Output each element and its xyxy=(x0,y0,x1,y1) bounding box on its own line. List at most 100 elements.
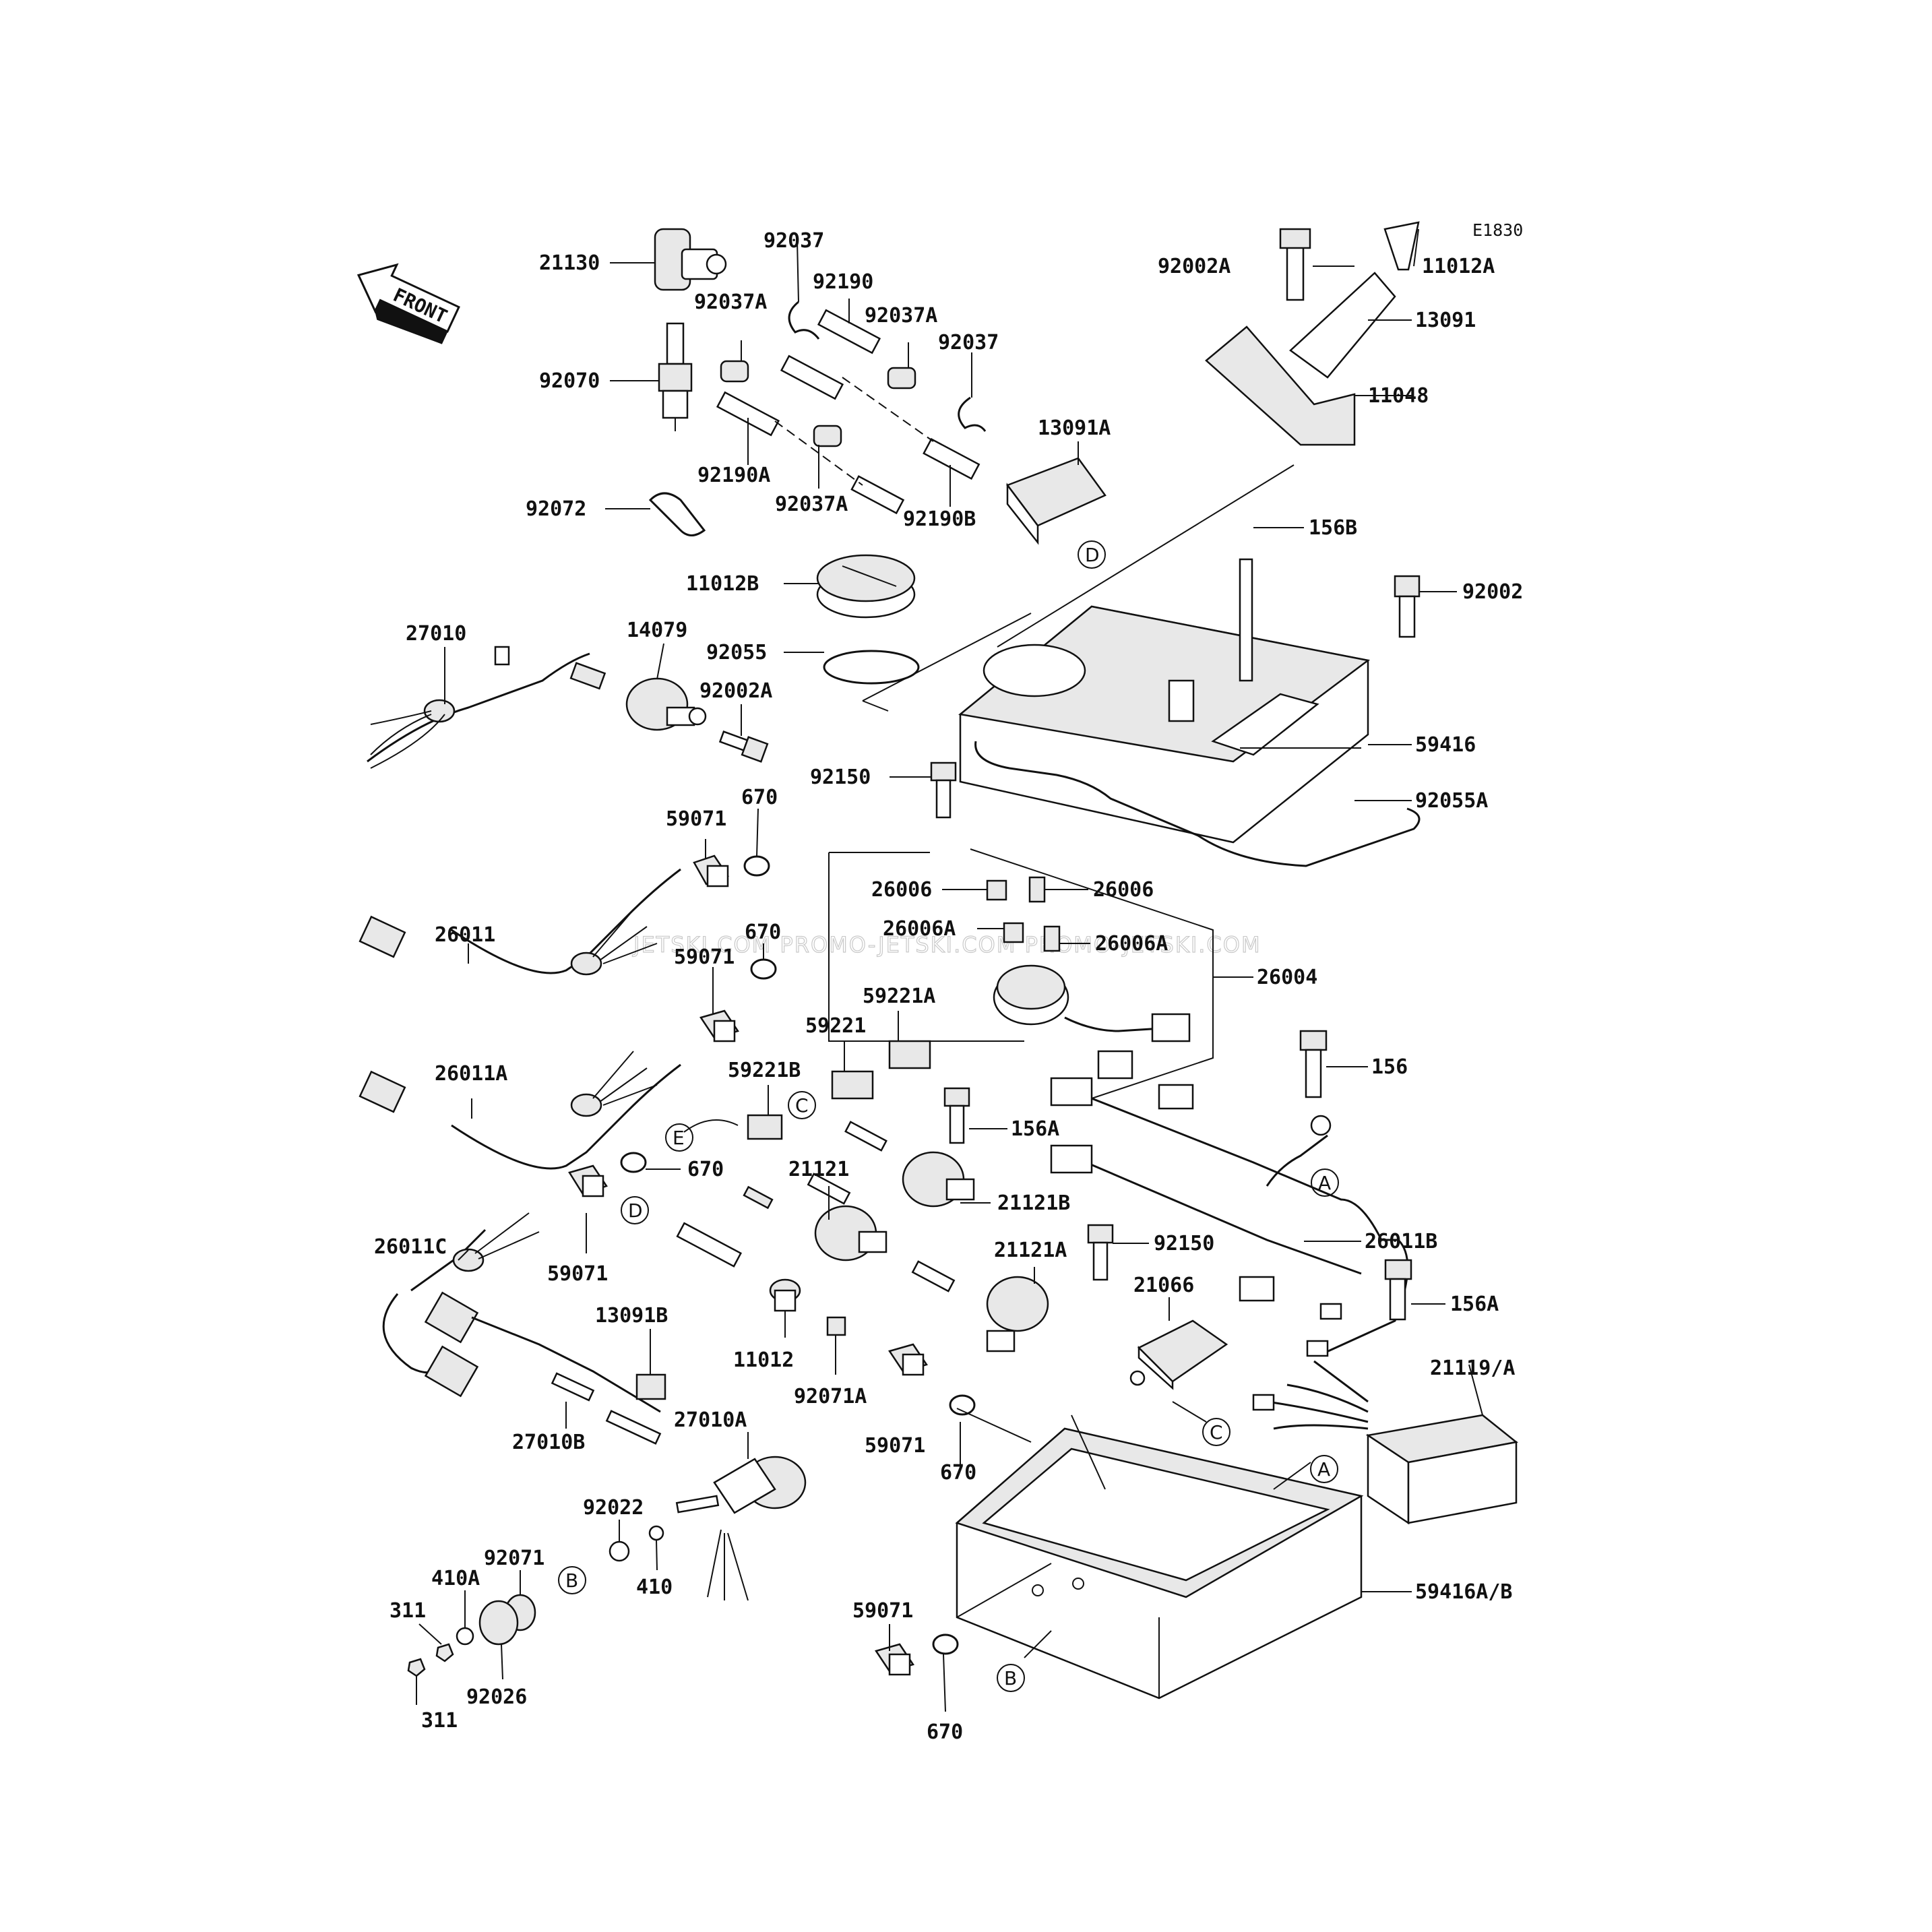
ref-letter: A xyxy=(1318,1172,1331,1194)
part-label-21121a: 21121A xyxy=(994,1239,1067,1262)
part-label-13091: 13091 xyxy=(1415,309,1476,332)
gasket-92055a-part xyxy=(974,741,1421,867)
ref-letter: D xyxy=(628,1199,643,1222)
o-ring-670-c-part xyxy=(620,1152,647,1173)
part-label-26011: 26011 xyxy=(435,923,495,947)
ref-marker-a-lower: A xyxy=(1310,1455,1338,1483)
part-label-21066: 21066 xyxy=(1133,1274,1194,1297)
part-label-59221: 59221 xyxy=(805,1014,866,1038)
part-label-670-5: 670 xyxy=(927,1720,963,1744)
part-label-670-2: 670 xyxy=(745,921,781,944)
part-label-26006-2: 26006 xyxy=(1093,878,1154,902)
ref-letter: B xyxy=(565,1569,578,1592)
part-label-59221b: 59221B xyxy=(728,1059,801,1082)
ref-marker-b-left: B xyxy=(558,1566,586,1594)
nut-311-b-part xyxy=(407,1658,426,1677)
part-label-92070: 92070 xyxy=(539,369,600,393)
part-label-156: 156 xyxy=(1371,1055,1408,1079)
part-label-92190a: 92190A xyxy=(697,464,770,487)
o-ring-670-e-part xyxy=(932,1633,959,1655)
harness-26011a-part xyxy=(359,1051,681,1170)
diagram-code: E1830 xyxy=(1472,220,1523,240)
part-labels: 21130 92037 92190 92037A 92037A 92037 92… xyxy=(374,229,1523,1744)
part-label-26006: 26006 xyxy=(871,878,932,902)
watermark-text: JETSKI.COM PROMO-JETSKI.COM PROMO-JETSKI… xyxy=(632,932,1261,958)
part-label-59071: 59071 xyxy=(666,807,726,831)
case-body-59416ab-part xyxy=(955,1427,1364,1700)
part-label-92055a: 92055A xyxy=(1415,789,1488,813)
part-label-11012a: 11012A xyxy=(1422,255,1495,278)
ref-letter: E xyxy=(673,1127,685,1149)
part-label-311-2: 311 xyxy=(421,1709,458,1733)
part-label-311: 311 xyxy=(389,1599,426,1623)
part-label-14079: 14079 xyxy=(627,619,687,642)
plug-59071-c-part xyxy=(568,1164,608,1197)
part-label-26004: 26004 xyxy=(1257,966,1317,989)
part-label-59416ab: 59416A/B xyxy=(1415,1580,1513,1604)
ref-letter: C xyxy=(795,1094,809,1117)
bolt-156-part xyxy=(1299,1030,1328,1098)
part-label-13091b: 13091B xyxy=(595,1304,668,1328)
part-label-21119a: 21119/A xyxy=(1430,1357,1515,1380)
part-label-92037a-3: 92037A xyxy=(775,493,848,516)
spark-plug-part xyxy=(658,322,693,431)
part-label-11012: 11012 xyxy=(733,1348,794,1372)
part-label-59071-2: 59071 xyxy=(674,945,735,969)
part-label-92150: 92150 xyxy=(810,766,871,789)
cap-11012b-part xyxy=(816,554,916,619)
connector-59221-part xyxy=(831,1070,874,1100)
part-label-156a-2: 156A xyxy=(1450,1292,1499,1316)
bolt-156a-part xyxy=(943,1087,970,1144)
bolt-156a-right-part xyxy=(1384,1259,1412,1321)
part-label-670-4: 670 xyxy=(940,1461,976,1485)
ignition-coil-21121-part xyxy=(743,1173,887,1261)
cdi-21119a-part xyxy=(1252,1303,1518,1525)
ref-letter: C xyxy=(1210,1421,1223,1443)
harness-26011b-part xyxy=(1050,1077,1409,1356)
part-label-21130: 21130 xyxy=(539,251,600,275)
part-label-92026: 92026 xyxy=(466,1685,527,1709)
part-label-92190: 92190 xyxy=(813,270,873,294)
fuse-outline-left xyxy=(828,852,1024,1042)
grommet-92026-part xyxy=(478,1600,519,1646)
harness-26011-part xyxy=(359,868,681,976)
part-label-670: 670 xyxy=(741,786,778,809)
ref-marker-e: E xyxy=(665,1123,693,1152)
ref-marker-a-mid: A xyxy=(1311,1168,1339,1197)
cap-11012-part xyxy=(769,1278,801,1312)
plug-59071-a-part xyxy=(693,854,729,887)
part-label-26006a: 26006A xyxy=(883,917,956,941)
clamp-tube-group xyxy=(648,301,987,536)
part-label-92037a: 92037A xyxy=(694,290,767,314)
o-ring-670-a-part xyxy=(743,855,770,877)
switch-14079-part xyxy=(625,677,707,731)
part-label-92002a-2: 92002A xyxy=(1158,255,1230,278)
harness-27010b-part xyxy=(471,1316,662,1445)
part-label-59071-5: 59071 xyxy=(852,1599,913,1623)
front-arrow-icon: FRONT xyxy=(356,263,460,344)
part-label-92072: 92072 xyxy=(526,497,586,521)
connector-59221b-part xyxy=(747,1114,783,1140)
part-label-59221a: 59221A xyxy=(863,985,935,1008)
ref-letter: A xyxy=(1317,1458,1330,1481)
part-label-27010b: 27010B xyxy=(512,1431,585,1454)
connector-59221a-part xyxy=(888,1040,931,1069)
part-label-156a: 156A xyxy=(1011,1117,1059,1141)
part-label-26011c: 26011C xyxy=(374,1235,447,1259)
part-label-59071-4: 59071 xyxy=(865,1434,925,1458)
washer-410a-part xyxy=(456,1627,474,1646)
part-label-92037-2: 92037 xyxy=(938,331,999,354)
part-label-21121: 21121 xyxy=(788,1158,849,1181)
nut-311-a-part xyxy=(435,1643,454,1662)
ignition-coil-21121b-part xyxy=(844,1121,975,1208)
washer-92022-part xyxy=(609,1540,630,1562)
part-label-92055: 92055 xyxy=(706,641,767,664)
connector-59221b-wire xyxy=(683,1119,739,1133)
tube-d-part xyxy=(676,1222,743,1268)
part-label-13091a: 13091A xyxy=(1038,416,1111,440)
block-13091b-part xyxy=(635,1373,666,1400)
ref-marker-d-top: D xyxy=(1078,540,1106,569)
part-label-27010: 27010 xyxy=(406,622,466,646)
o-ring-670-b-part xyxy=(750,958,777,980)
